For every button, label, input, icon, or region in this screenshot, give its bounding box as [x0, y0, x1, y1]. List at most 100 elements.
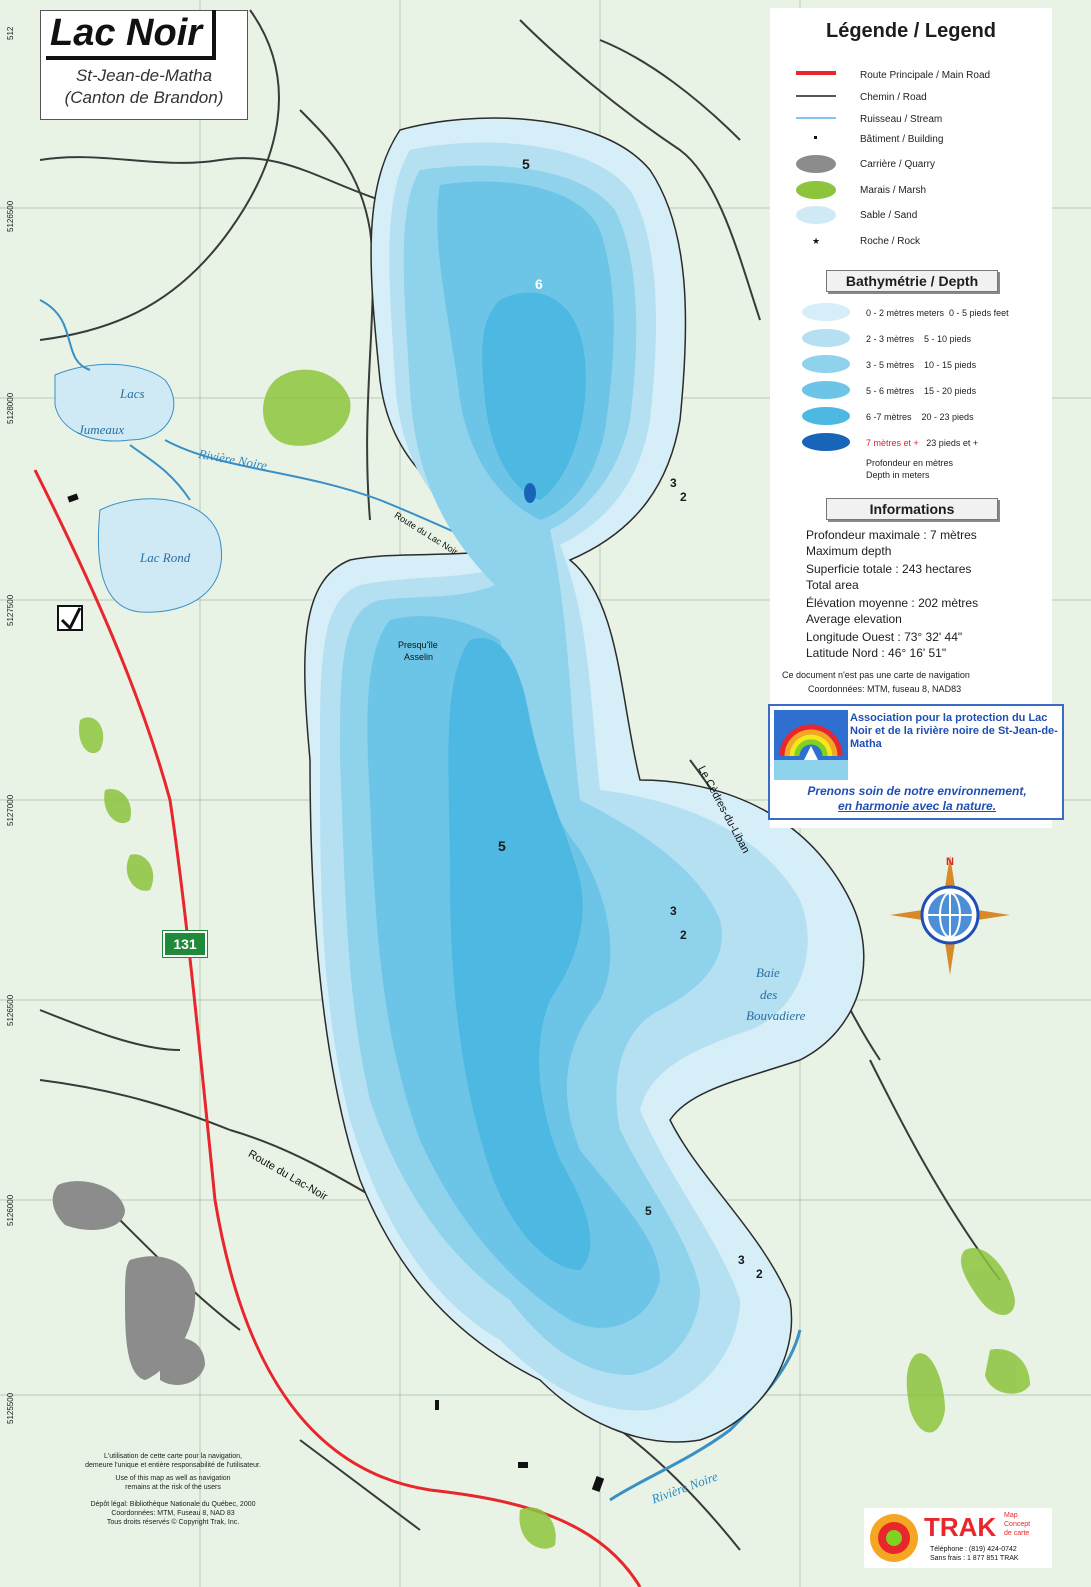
coordinate-label: 5125500 [6, 1392, 15, 1424]
depth-label: 5 [498, 838, 506, 854]
label-des: des [760, 987, 778, 1002]
depth-row-0-metres: 0 - 2 mètres meters [866, 308, 945, 318]
label-baie: Baie [756, 965, 780, 980]
depth-row-5: 7 mètres et + 23 pieds et + [866, 438, 978, 448]
association-slogan-line2: en harmonie avec la nature. [837, 799, 997, 813]
depth-note-en: Depth in meters [866, 470, 930, 480]
depth-label: 5 [645, 1204, 652, 1218]
depth-label: 3 [670, 904, 677, 918]
info-elevation-en: Average elevation [806, 612, 902, 626]
lacs-jumeaux [54, 363, 175, 442]
legend-rock: Roche / Rock [860, 236, 921, 247]
highway-131-shield: 131 [162, 930, 208, 958]
note-copy-3: Tous droits réservés © Copyright Trak, I… [106, 1519, 240, 1526]
trak-logo-icon [870, 1514, 918, 1562]
legend-main-road: Route Principale / Main Road [860, 70, 991, 81]
info-latitude: Latitude Nord : 46° 16' 51" [806, 646, 947, 660]
depth-row-3-feet: 15 - 20 pieds [924, 386, 977, 396]
depth-note-fr: Profondeur en mètres [866, 458, 954, 468]
association-panel: Association pour la protection du Lac No… [768, 704, 1064, 820]
depth-row-2-metres: 3 - 5 mètres [866, 360, 915, 370]
quarries [52, 1181, 205, 1385]
depth-label: 3 [670, 476, 677, 490]
coordinate-label: 5127500 [6, 594, 15, 626]
depth-row-0: 0 - 2 mètres meters 0 - 5 pieds feet [866, 308, 1009, 318]
coordinate-label: 512 [6, 26, 15, 40]
depth-zone-6-7 [448, 292, 591, 1270]
depth-row-1-metres: 2 - 3 mètres [866, 334, 915, 344]
note-en-2: remains at the risk of the users [125, 1484, 221, 1491]
coordinate-label: 5127000 [6, 794, 15, 826]
trak-tollfree: Sans frais : 1 877 851 TRAK [930, 1555, 1019, 1562]
main-road [33, 469, 642, 1587]
info-max-depth: Profondeur maximale : 7 mètres [806, 528, 977, 542]
bathymetry-title: Bathymétrie / Depth [826, 270, 998, 292]
note-fr-1: L'utilisation de cette carte pour la nav… [104, 1453, 242, 1460]
legend-panel: Légende / Legend ★ Route Principale / Ma… [770, 8, 1052, 828]
note-en-1: Use of this map as well as navigation [115, 1475, 231, 1482]
legend-building: Bâtiment / Building [860, 134, 944, 145]
buildings [67, 493, 605, 1492]
note-copy-2: Coordonnées: MTM, Fuseau 8, NAD 83 [111, 1510, 235, 1517]
label-lac-rond: Lac Rond [140, 550, 191, 565]
informations-title: Informations [826, 498, 998, 520]
trak-phone: Téléphone : (819) 424-0742 [930, 1546, 1017, 1553]
depth-row-4: 6 -7 mètres 20 - 23 pieds [866, 412, 974, 422]
depth-row-2: 3 - 5 mètres 10 - 15 pieds [866, 360, 976, 370]
label-presquile: Presqu'île [398, 640, 438, 650]
depth-swatches [802, 303, 850, 451]
trak-tag-1: Map [1004, 1512, 1018, 1519]
rainbow-logo-icon [774, 710, 848, 780]
association-slogan-line1: Prenons soin de notre environnement, [807, 784, 1027, 798]
depth-row-4-metres: 6 -7 mètres [866, 412, 912, 422]
info-area-en: Total area [806, 578, 859, 592]
trak-name: TRAK [924, 1512, 997, 1542]
info-elevation: Élévation moyenne : 202 mètres [806, 596, 979, 610]
legend-marsh: Marais / Marsh [860, 185, 927, 196]
coordinate-label: 5126000 [6, 1194, 15, 1226]
note-copy-1: Dépôt légal: Bibliothèque Nationale du Q… [90, 1501, 256, 1508]
legend-stream: Ruisseau / Stream [860, 114, 943, 125]
deepest-point [524, 483, 536, 503]
trak-tag-3: de carte [1004, 1530, 1030, 1537]
legend-road: Chemin / Road [860, 92, 927, 103]
riviere-noire-south [609, 1329, 802, 1502]
depth-row-1: 2 - 3 mètres 5 - 10 pieds [866, 334, 971, 344]
compass-rose-icon [890, 855, 1010, 975]
depth-label: 5 [522, 156, 530, 172]
depth-row-1-feet: 5 - 10 pieds [924, 334, 972, 344]
label-lacs: Lacs [120, 386, 145, 401]
depth-label: 2 [680, 490, 687, 504]
lac-rond [97, 498, 222, 613]
info-disclaimer: Ce document n'est pas une carte de navig… [782, 670, 970, 680]
compass-north-label: N [946, 856, 954, 868]
depth-row-3-metres: 5 - 6 mètres [866, 386, 915, 396]
info-max-depth-en: Maximum depth [806, 544, 892, 558]
legend-title: Légende / Legend [825, 20, 997, 42]
map-title: Lac Noir [46, 10, 217, 60]
depth-label: 6 [535, 276, 543, 292]
legend-sand: Sable / Sand [860, 210, 918, 221]
depth-row-0-feet: 0 - 5 pieds feet [949, 308, 1009, 318]
depth-label: 2 [756, 1267, 763, 1281]
coordinate-label: 5128000 [6, 392, 15, 424]
map-subtitle-canton: (Canton de Brandon) [64, 88, 224, 107]
map-subtitle-town: St-Jean-de-Matha [75, 66, 213, 85]
legend-quarry: Carrière / Quarry [860, 159, 936, 170]
depth-row-5-metres: 7 mètres et + [866, 438, 919, 448]
info-area: Superficie totale : 243 hectares [806, 562, 972, 576]
depth-label: 3 [738, 1253, 745, 1267]
info-coordinates: Coordonnées: MTM, fuseau 8, NAD83 [808, 684, 962, 694]
label-bouvadiere: Bouvadiere [746, 1008, 806, 1023]
marshes [79, 369, 1030, 1549]
depth-row-5-feet: 23 pieds et + [926, 438, 979, 448]
depth-row-2-feet: 10 - 15 pieds [924, 360, 977, 370]
svg-text:★: ★ [812, 236, 820, 246]
legend-symbols: ★ [796, 71, 836, 246]
depth-row-4-feet: 20 - 23 pieds [921, 412, 974, 422]
depth-label: 2 [680, 928, 687, 942]
trak-panel: TRAK Map Concept de carte Téléphone : (8… [864, 1508, 1052, 1568]
note-fr-2: demeure l'unique et entière responsabili… [85, 1462, 261, 1469]
association-name: Association pour la protection du Lac No… [850, 712, 1058, 750]
depth-row-3: 5 - 6 mètres 15 - 20 pieds [866, 386, 976, 396]
